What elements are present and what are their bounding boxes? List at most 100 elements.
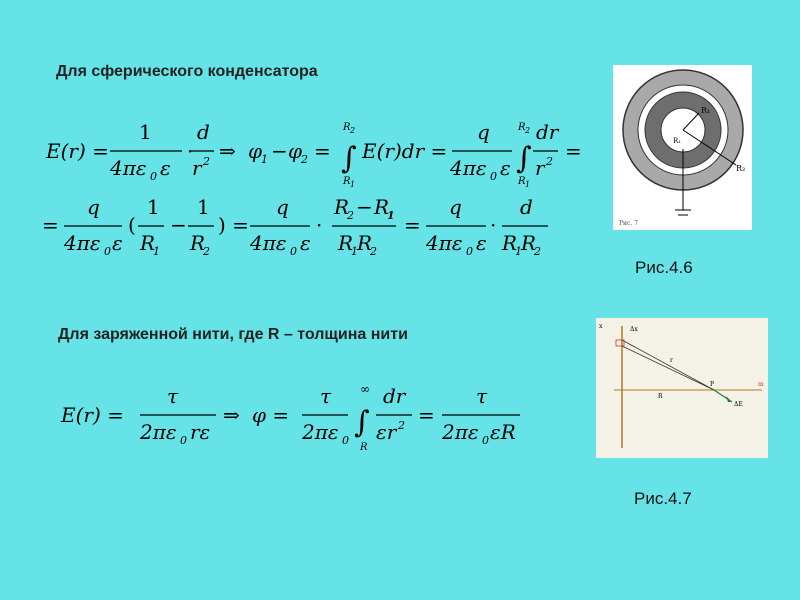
svg-text:2πε: 2πε [301, 420, 339, 444]
svg-text:1: 1 [147, 195, 160, 219]
svg-text:E(r) =: E(r) = [45, 139, 109, 163]
svg-text:φ: φ [288, 139, 302, 163]
svg-text:r: r [535, 156, 546, 180]
svg-text:R: R [337, 231, 353, 255]
svg-text:−: − [170, 213, 187, 237]
svg-text:·: · [490, 213, 496, 237]
svg-text:E(r) =: E(r) = [60, 403, 124, 427]
svg-text:2: 2 [369, 245, 377, 258]
svg-text:−: − [271, 139, 288, 163]
svg-text:1: 1 [515, 245, 522, 258]
svg-text:εr: εr [376, 420, 398, 444]
svg-text:2πε: 2πε [139, 420, 177, 444]
svg-text:R: R [189, 231, 205, 255]
svg-text:d: d [520, 195, 533, 219]
svg-text:τ: τ [320, 384, 332, 408]
fig47-label-big-r: R [658, 393, 663, 400]
svg-text:0: 0 [482, 434, 489, 447]
svg-text:R: R [373, 195, 389, 219]
svg-text:2: 2 [202, 155, 210, 168]
svg-text:R: R [356, 231, 372, 255]
svg-text:d: d [197, 120, 210, 144]
fig46-label-r2: R₂ [736, 164, 745, 173]
svg-text:2: 2 [346, 209, 354, 222]
svg-text:2: 2 [349, 126, 355, 135]
svg-text:4πε: 4πε [425, 231, 463, 255]
fig46-small-caption: Рис. 7 [619, 220, 638, 227]
heading-charged-thread: Для заряженной нити, где R – толщина нит… [58, 326, 408, 343]
svg-text:q: q [276, 195, 289, 219]
svg-text:∫: ∫ [354, 405, 370, 440]
svg-text:2: 2 [545, 155, 553, 168]
svg-text:rε: rε [190, 420, 210, 444]
svg-text:∫: ∫ [516, 141, 532, 176]
svg-text:R: R [517, 122, 526, 133]
svg-text:R: R [520, 231, 536, 255]
svg-text:) =: ) = [218, 213, 249, 237]
svg-text:ε: ε [300, 231, 311, 255]
svg-text:4πε: 4πε [249, 231, 287, 255]
svg-text:·: · [187, 139, 193, 163]
caption-fig-4-7: Рис.4.7 [634, 489, 692, 508]
fig47-label-r: r [670, 357, 673, 364]
svg-text:·: · [316, 213, 322, 237]
fig47-label-axis: m [758, 381, 764, 388]
svg-text:−: − [356, 195, 373, 219]
svg-text:1: 1 [387, 209, 395, 222]
svg-text:4πε: 4πε [109, 156, 147, 180]
svg-text:0: 0 [290, 245, 297, 258]
svg-text:0: 0 [466, 245, 473, 258]
svg-text:ε: ε [476, 231, 487, 255]
svg-text:(: ( [128, 213, 136, 237]
figure-charged-thread: Δx x r R P ΔE m [596, 318, 768, 458]
svg-text:R: R [333, 195, 349, 219]
svg-text:1: 1 [261, 153, 268, 166]
svg-text:4πε: 4πε [449, 156, 487, 180]
svg-text:εR: εR [490, 420, 516, 444]
svg-text:q: q [477, 120, 490, 144]
svg-text:1: 1 [153, 245, 160, 258]
svg-text:R: R [359, 442, 368, 453]
svg-text:2: 2 [533, 245, 541, 258]
svg-text:⇒: ⇒ [223, 403, 240, 427]
svg-text:=: = [565, 139, 582, 163]
svg-text:1: 1 [139, 120, 152, 144]
svg-text:dr: dr [536, 120, 560, 144]
svg-text:2: 2 [397, 419, 405, 432]
svg-text:=: = [42, 213, 59, 237]
svg-text:φ: φ [248, 139, 262, 163]
caption-fig-4-6: Рис.4.6 [635, 258, 693, 277]
svg-text:R: R [342, 176, 351, 187]
svg-text:R: R [342, 122, 351, 133]
svg-text:τ: τ [167, 384, 179, 408]
fig47-label-dx: Δx [630, 326, 638, 333]
svg-text:2: 2 [202, 245, 210, 258]
svg-text:0: 0 [180, 434, 187, 447]
svg-text:dr: dr [383, 384, 407, 408]
svg-text:0: 0 [150, 170, 157, 183]
svg-text:R: R [501, 231, 517, 255]
fig46-label-r: R₁ [673, 137, 681, 145]
svg-text:=: = [314, 139, 331, 163]
svg-text:0: 0 [490, 170, 497, 183]
svg-text:ε: ε [112, 231, 123, 255]
svg-text:ε: ε [160, 156, 171, 180]
svg-text:E(r)dr =: E(r)dr = [361, 139, 447, 163]
svg-text:R: R [139, 231, 155, 255]
svg-text:=: = [418, 403, 435, 427]
svg-text:1: 1 [525, 180, 530, 189]
svg-text:q: q [449, 195, 462, 219]
svg-text:ε: ε [500, 156, 511, 180]
svg-text:1: 1 [350, 180, 355, 189]
fig47-label-x: x [599, 323, 603, 330]
figure-spherical-capacitor: R₁ R₂ R₁ Рис. 7 [613, 65, 752, 230]
svg-text:R: R [517, 176, 526, 187]
svg-text:r: r [192, 156, 203, 180]
svg-text:1: 1 [351, 245, 358, 258]
svg-text:⇒: ⇒ [219, 139, 236, 163]
svg-text:0: 0 [342, 434, 349, 447]
svg-text:∞: ∞ [360, 382, 370, 396]
fig47-label-p: P [710, 381, 714, 388]
svg-text:2: 2 [524, 126, 530, 135]
svg-text:1: 1 [197, 195, 210, 219]
